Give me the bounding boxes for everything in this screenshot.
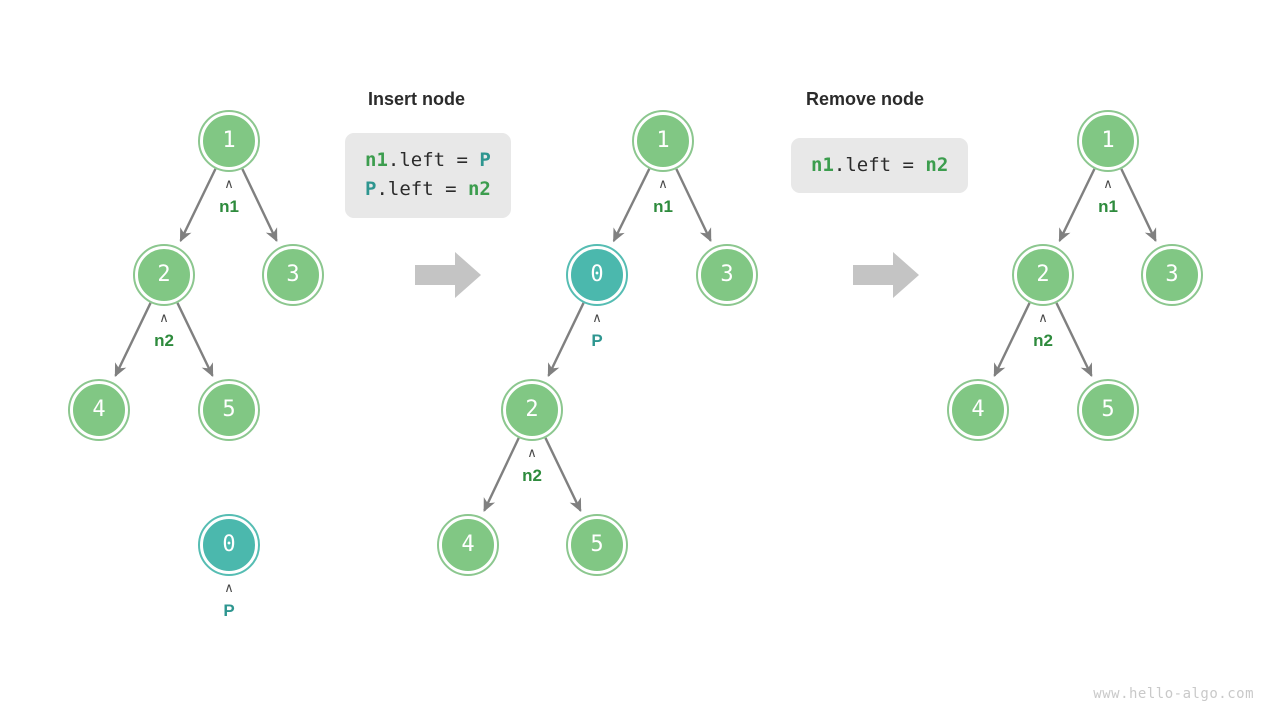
code-token: P bbox=[365, 178, 377, 201]
tree-node-3[interactable]: 3 bbox=[262, 244, 324, 306]
code-token: .left = bbox=[833, 154, 926, 176]
tree-node-3[interactable]: 3 bbox=[696, 244, 758, 306]
code-token: n1 bbox=[365, 149, 388, 171]
tree-node-3[interactable]: 3 bbox=[1141, 244, 1203, 306]
caret-up-icon: ∧ bbox=[1038, 311, 1048, 326]
caret-up-icon: ∧ bbox=[159, 311, 169, 326]
code-line: n1.left = P bbox=[365, 146, 491, 175]
pointer-p: ∧P bbox=[591, 311, 603, 351]
caret-up-icon: ∧ bbox=[224, 177, 234, 192]
pointer-n2: ∧ n2 bbox=[154, 311, 174, 351]
tree-edge bbox=[544, 437, 582, 513]
node-value: 2 bbox=[525, 397, 539, 422]
tree-node-2[interactable]: 2 bbox=[133, 244, 195, 306]
tree-edge bbox=[483, 437, 520, 512]
code-token: n1 bbox=[811, 154, 834, 176]
node-value: 4 bbox=[461, 532, 475, 557]
tree-edge bbox=[241, 168, 278, 243]
tree-edge bbox=[993, 302, 1031, 378]
code-line: P.left = n2 bbox=[365, 175, 491, 204]
tree-node-2[interactable]: 2 bbox=[1012, 244, 1074, 306]
node-value: 5 bbox=[590, 532, 604, 557]
node-value: 3 bbox=[286, 262, 300, 287]
node-value: 4 bbox=[92, 397, 106, 422]
tree-edge bbox=[179, 168, 217, 243]
node-value: 0 bbox=[222, 532, 236, 557]
pointer-label: n2 bbox=[522, 466, 542, 485]
tree-edge bbox=[114, 302, 152, 378]
pointer-label: n1 bbox=[653, 197, 673, 216]
caret-up-icon: ∧ bbox=[592, 311, 602, 326]
code-token: P bbox=[479, 149, 491, 171]
tree-node-1[interactable]: 1 bbox=[632, 110, 694, 172]
code-line: n1.left = n2 bbox=[811, 151, 948, 180]
code-token: .left = bbox=[376, 178, 468, 201]
caret-up-icon: ∧ bbox=[527, 446, 537, 461]
tree-node-5[interactable]: 5 bbox=[566, 514, 628, 576]
pointer-label: n1 bbox=[1098, 197, 1118, 216]
tree-node-2[interactable]: 2 bbox=[501, 379, 563, 441]
node-value: 0 bbox=[590, 262, 604, 287]
code-token: n2 bbox=[925, 154, 949, 176]
watermark: www.hello-algo.com bbox=[1093, 686, 1254, 702]
node-value: 2 bbox=[157, 262, 171, 287]
pointer-label: P bbox=[591, 331, 603, 350]
section-heading-insert: Insert node bbox=[368, 89, 466, 109]
tree-edge bbox=[547, 302, 585, 378]
transition-arrow-icon bbox=[853, 252, 919, 298]
pointer-label: n1 bbox=[219, 197, 239, 216]
tree-node-5[interactable]: 5 bbox=[198, 379, 260, 441]
code-token: .left = bbox=[387, 149, 480, 171]
caret-up-icon: ∧ bbox=[658, 177, 668, 192]
pointer-n1: ∧ n1 bbox=[219, 177, 239, 217]
tree-node-1[interactable]: 1 bbox=[198, 110, 260, 172]
pointer-label: n2 bbox=[154, 331, 174, 350]
transition-arrow-icon bbox=[415, 252, 481, 298]
caret-up-icon: ∧ bbox=[224, 581, 234, 596]
node-value: 5 bbox=[222, 397, 236, 422]
node-value: 1 bbox=[656, 128, 670, 153]
node-value: 1 bbox=[222, 128, 236, 153]
node-value: 4 bbox=[971, 397, 985, 422]
tree-edge bbox=[612, 168, 651, 243]
code-snippet-remove: n1.left = n2 bbox=[791, 138, 969, 194]
pointer-n2: ∧ n2 bbox=[522, 446, 542, 486]
tree-edge bbox=[1058, 168, 1096, 243]
node-value: 3 bbox=[720, 262, 734, 287]
pointer-p: ∧P bbox=[223, 581, 235, 621]
pointer-n1: ∧ n1 bbox=[1098, 177, 1118, 217]
tree-edge bbox=[1055, 302, 1093, 378]
pointer-n2: ∧ n2 bbox=[1033, 311, 1053, 351]
tree-edge bbox=[1120, 168, 1157, 243]
pointer-label: n2 bbox=[1033, 331, 1053, 350]
node-value: 2 bbox=[1036, 262, 1050, 287]
tree-node-1[interactable]: 1 bbox=[1077, 110, 1139, 172]
node-value: 1 bbox=[1101, 128, 1115, 153]
code-token: n2 bbox=[467, 178, 491, 201]
tree-node-4[interactable]: 4 bbox=[947, 379, 1009, 441]
tree-node-0[interactable]: 0 bbox=[566, 244, 628, 306]
tree-edge bbox=[176, 302, 214, 378]
section-heading-remove: Remove node bbox=[806, 89, 925, 109]
tree-edge bbox=[675, 168, 712, 243]
tree-node-0[interactable]: 0 bbox=[198, 514, 260, 576]
caret-up-icon: ∧ bbox=[1103, 177, 1113, 192]
tree-node-4[interactable]: 4 bbox=[68, 379, 130, 441]
tree-node-4[interactable]: 4 bbox=[437, 514, 499, 576]
node-value: 5 bbox=[1101, 397, 1115, 422]
pointer-label: P bbox=[223, 601, 235, 620]
node-value: 3 bbox=[1165, 262, 1179, 287]
tree-node-5[interactable]: 5 bbox=[1077, 379, 1139, 441]
pointer-n1: ∧ n1 bbox=[653, 177, 673, 217]
